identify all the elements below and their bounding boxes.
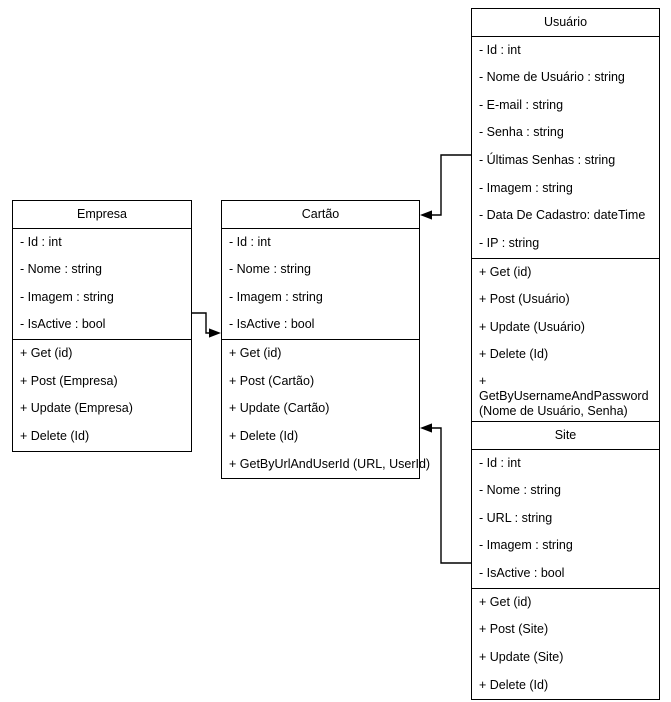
attributes-compartment-empresa: - Id : int - Nome : string - Imagem : st… (13, 229, 191, 340)
attribute-row: - Últimas Senhas : string (479, 153, 616, 167)
attribute-row: - Imagem : string (479, 180, 573, 195)
method-row: + Get (id) (229, 346, 282, 360)
attribute-row: - Nome de Usuário : string (479, 70, 625, 85)
attributes-compartment-cartao: - Id : int - Nome : string - Imagem : st… (222, 229, 419, 340)
method-row: + Delete (Id) (479, 347, 549, 362)
attribute-row: - IsActive : bool (229, 317, 315, 332)
attribute-row: - IsActive : bool (20, 317, 106, 332)
methods-compartment-cartao: + Get (id) + Post (Cartão) + Update (Car… (222, 339, 431, 478)
attribute-row: - Id : int (479, 42, 521, 57)
method-row: + Delete (Id) (20, 428, 90, 443)
attribute-row: - Nome : string (479, 483, 561, 498)
connector-empresa-to-cartao (192, 312, 221, 338)
attribute-row: - Nome : string (229, 262, 311, 277)
attribute-row: - Nome : string (20, 262, 102, 277)
method-row: + Update (Usuário) (479, 319, 585, 334)
method-row: + Post (Usuário) (479, 292, 570, 307)
attributes-compartment-usuario: - Id : int - Nome de Usuário : string - … (472, 37, 659, 258)
method-row: + Update (Cartão) (229, 401, 330, 416)
class-name-empresa: Empresa (13, 201, 191, 229)
connector-usuario-to-cartao (420, 154, 471, 220)
attribute-row: - Imagem : string (20, 289, 114, 304)
class-box-site[interactable]: Site - Id : int - Nome : string - URL : … (471, 421, 660, 701)
attribute-row: - E-mail : string (479, 97, 564, 112)
method-row: + Delete (Id) (479, 677, 549, 692)
class-name-usuario: Usuário (472, 9, 659, 37)
method-row: + Post (Cartão) (229, 373, 315, 388)
method-row: + Post (Empresa) (20, 373, 118, 388)
class-box-cartao[interactable]: Cartão - Id : int - Nome : string - Imag… (221, 200, 431, 480)
attribute-row: - IP : string (479, 235, 540, 250)
class-name-site: Site (472, 422, 659, 450)
class-box-usuario[interactable]: Usuário - Id : int - Nome de Usuário : s… (471, 8, 660, 425)
attribute-row: - URL : string (479, 510, 553, 525)
methods-compartment-site: + Get (id) + Post (Site) + Update (Site)… (472, 587, 659, 700)
method-row: + GetByUrlAndUserId (URL, UserId) (229, 456, 431, 471)
attribute-row: - Id : int (229, 234, 271, 249)
class-name-cartao: Cartão (222, 201, 419, 229)
method-row: + Update (Site) (479, 649, 564, 664)
attributes-compartment-site: - Id : int - Nome : string - URL : strin… (472, 450, 659, 588)
attribute-row: - Id : int (20, 234, 62, 249)
attribute-row: - Data De Cadastro: dateTime (479, 208, 646, 223)
attribute-row: - Id : int (479, 455, 521, 470)
method-row: + Delete (Id) (229, 428, 299, 443)
method-row: + GetByUsernameAndPassword (Nome de Usuá… (479, 374, 649, 418)
class-box-empresa[interactable]: Empresa - Id : int - Nome : string - Ima… (12, 200, 192, 452)
method-row: + Get (id) (479, 264, 532, 279)
method-row: + Update (Empresa) (20, 401, 133, 416)
attribute-row: - IsActive : bool (479, 566, 565, 580)
connector-site-to-cartao (420, 423, 471, 564)
method-row: + Post (Site) (479, 622, 549, 637)
method-row: + Get (id) (20, 346, 73, 360)
method-row: + Get (id) (479, 594, 532, 609)
methods-compartment-empresa: + Get (id) + Post (Empresa) + Update (Em… (13, 339, 191, 451)
attribute-row: - Imagem : string (229, 289, 323, 304)
methods-compartment-usuario: + Get (id) + Post (Usuário) + Update (Us… (472, 257, 659, 425)
attribute-row: - Senha : string (479, 125, 564, 140)
attribute-row: - Imagem : string (479, 538, 573, 553)
